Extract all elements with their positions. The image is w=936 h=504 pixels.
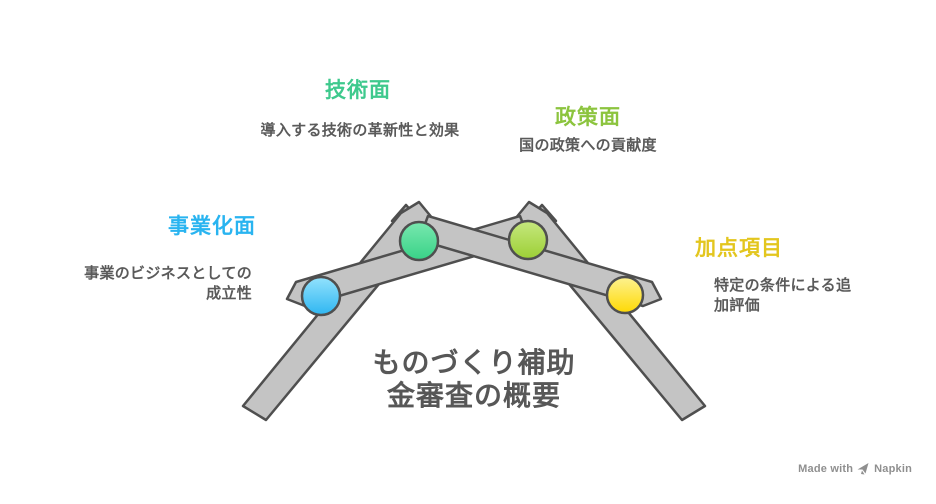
watermark-prefix: Made with [798, 462, 854, 475]
node-tech-circle [398, 220, 440, 262]
beam-group [241, 200, 707, 422]
watermark-brand: Napkin [874, 462, 912, 475]
node-business-circle [300, 275, 342, 317]
node-policy-circle [507, 219, 549, 261]
tech-label: 技術面 [325, 79, 391, 102]
bonus-description: 特定の条件による追加評価 [714, 277, 852, 314]
napkin-pen-icon [857, 463, 869, 475]
node-circles [300, 219, 645, 317]
made-with-napkin-watermark: Made with Napkin [798, 462, 912, 475]
bonus-label: 加点項目 [695, 237, 783, 260]
policy-description: 国の政策への貢献度 [519, 137, 657, 154]
diagram-title-line2: 金審査の概要 [386, 380, 562, 411]
diagram-title: ものづくり補助 金審査の概要 [372, 346, 575, 412]
tech-description: 導入する技術の革新性と効果 [260, 122, 460, 139]
node-bonus-circle [605, 275, 645, 315]
business-label: 事業化面 [168, 215, 256, 238]
business-description: 事業のビジネスとしての 成立性 [84, 265, 252, 302]
diagram-title-line1: ものづくり補助 [372, 347, 576, 378]
policy-label: 政策面 [555, 106, 621, 129]
